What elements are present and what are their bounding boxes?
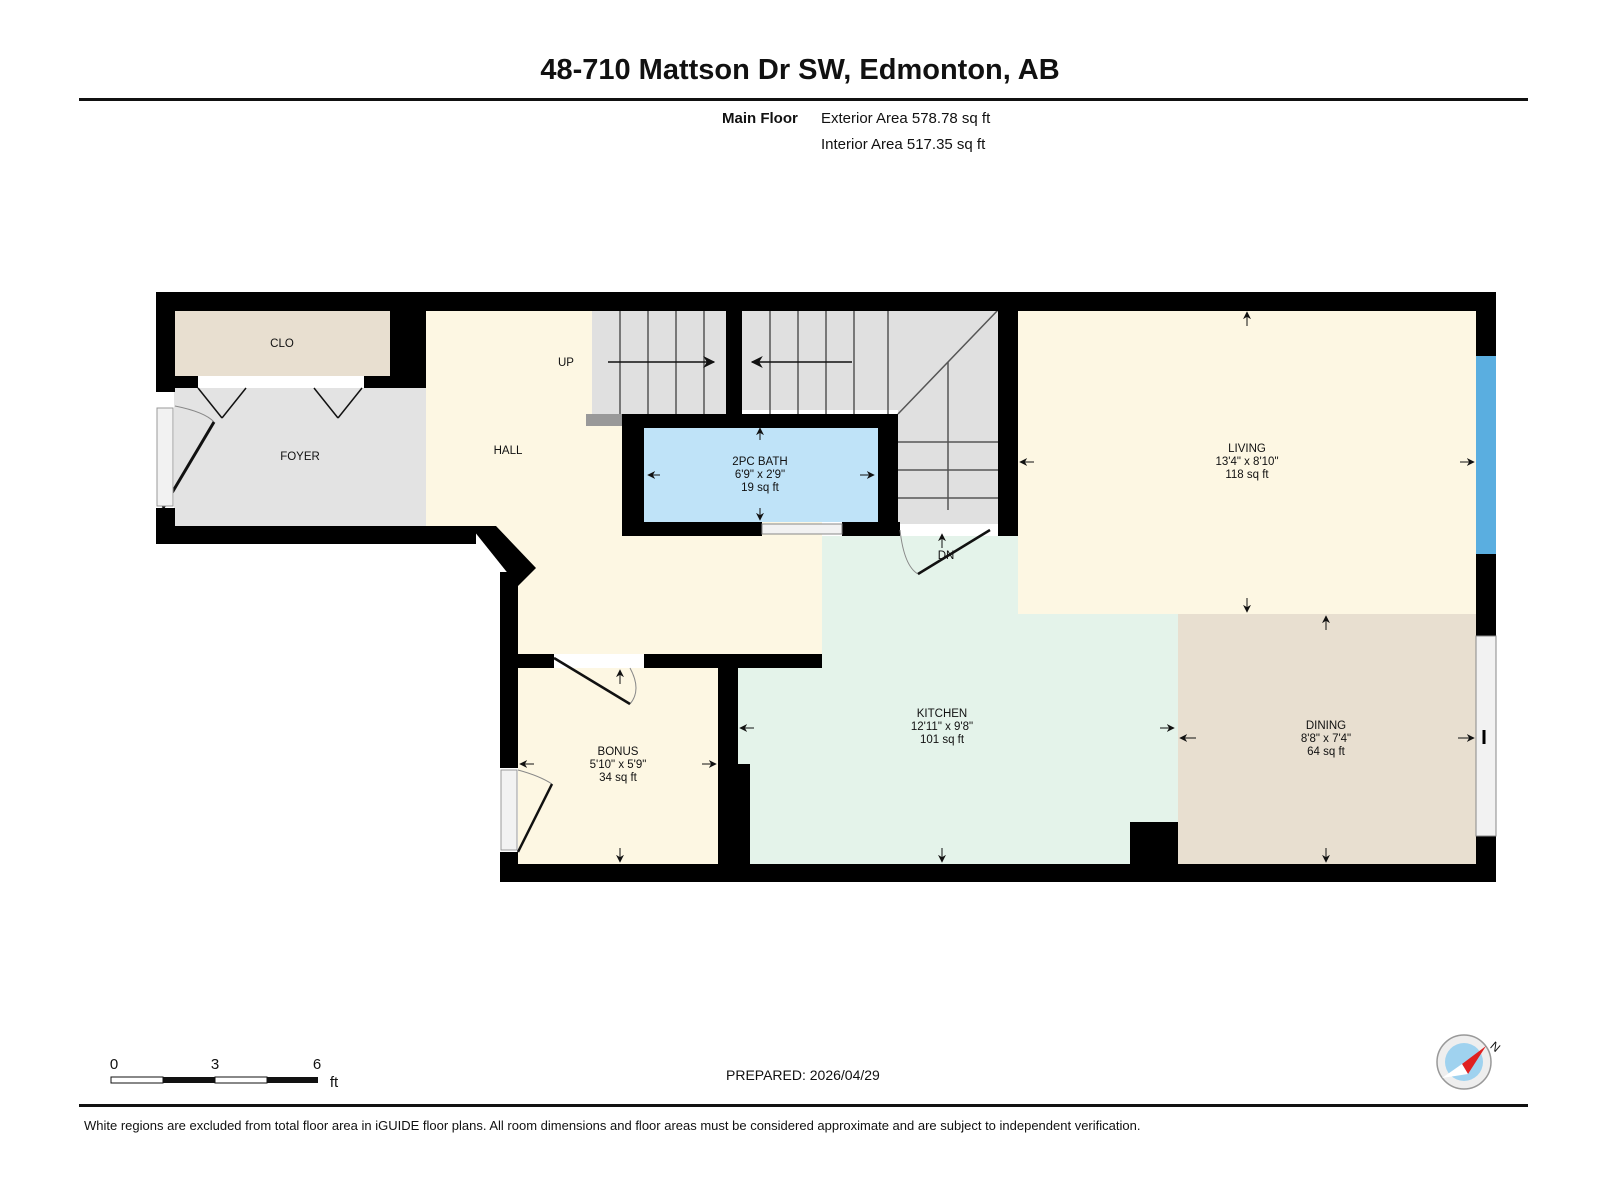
living-area: 118 sq ft bbox=[1225, 469, 1269, 481]
compass-icon: N bbox=[1436, 1034, 1503, 1090]
floor-label: Main Floor bbox=[722, 110, 798, 127]
bonus-label: BONUS bbox=[598, 746, 639, 758]
bath-door-threshold bbox=[761, 523, 843, 535]
kitchen-fill bbox=[738, 536, 1178, 864]
kitchen-dims: 12'11" x 9'8" bbox=[911, 721, 973, 733]
scale-tick-3: 3 bbox=[211, 1056, 219, 1073]
clo-label: CLO bbox=[270, 338, 294, 350]
scale-bar: 0 3 6 ft bbox=[110, 1056, 339, 1091]
scale-tick-6: 6 bbox=[313, 1056, 321, 1073]
dn-label: DN bbox=[938, 550, 955, 562]
dining-dims: 8'8" x 7'4" bbox=[1301, 733, 1351, 745]
walls bbox=[156, 292, 1496, 882]
bonus-area: 34 sq ft bbox=[599, 772, 638, 784]
hall-label: HALL bbox=[494, 445, 523, 457]
header-rule bbox=[79, 98, 1528, 101]
scale-tick-0: 0 bbox=[110, 1056, 118, 1073]
living-dims: 13'4" x 8'10" bbox=[1215, 456, 1278, 468]
dining-label: DINING bbox=[1306, 720, 1346, 732]
disclaimer: White regions are excluded from total fl… bbox=[84, 1118, 1141, 1133]
dimension-arrows bbox=[519, 311, 1475, 863]
dining-fill bbox=[1178, 614, 1476, 864]
stairs-left-fill bbox=[592, 310, 726, 418]
bath-area: 19 sq ft bbox=[741, 482, 780, 494]
kitchen-label: KITCHEN bbox=[917, 708, 967, 720]
interior-area: Interior Area 517.35 sq ft bbox=[821, 136, 986, 153]
bath-dims: 6'9" x 2'9" bbox=[735, 469, 785, 481]
stairs-right-fill bbox=[742, 310, 998, 410]
living-label: LIVING bbox=[1228, 443, 1266, 455]
stair-post bbox=[586, 414, 622, 426]
up-label: UP bbox=[558, 357, 574, 369]
bonus-dims: 5'10" x 5'9" bbox=[590, 759, 647, 771]
dining-slider bbox=[1475, 635, 1497, 837]
bath-fill bbox=[644, 428, 878, 522]
address-title: 48-710 Mattson Dr SW, Edmonton, AB bbox=[540, 54, 1060, 86]
footer-rule bbox=[79, 1104, 1528, 1107]
clo-fill bbox=[174, 310, 390, 376]
doors bbox=[161, 387, 991, 853]
living-window bbox=[1476, 356, 1496, 554]
living-fill bbox=[1018, 310, 1476, 614]
foyer-label: FOYER bbox=[280, 451, 320, 463]
prepared-date: PREPARED: 2026/04/29 bbox=[726, 1067, 880, 1083]
exterior-area: Exterior Area 578.78 sq ft bbox=[821, 110, 991, 127]
bonus-fill bbox=[518, 668, 718, 864]
kitchen-area: 101 sq ft bbox=[920, 734, 965, 746]
scale-unit: ft bbox=[330, 1074, 339, 1091]
dining-area: 64 sq ft bbox=[1307, 746, 1346, 758]
bath-label: 2PC BATH bbox=[732, 456, 787, 468]
